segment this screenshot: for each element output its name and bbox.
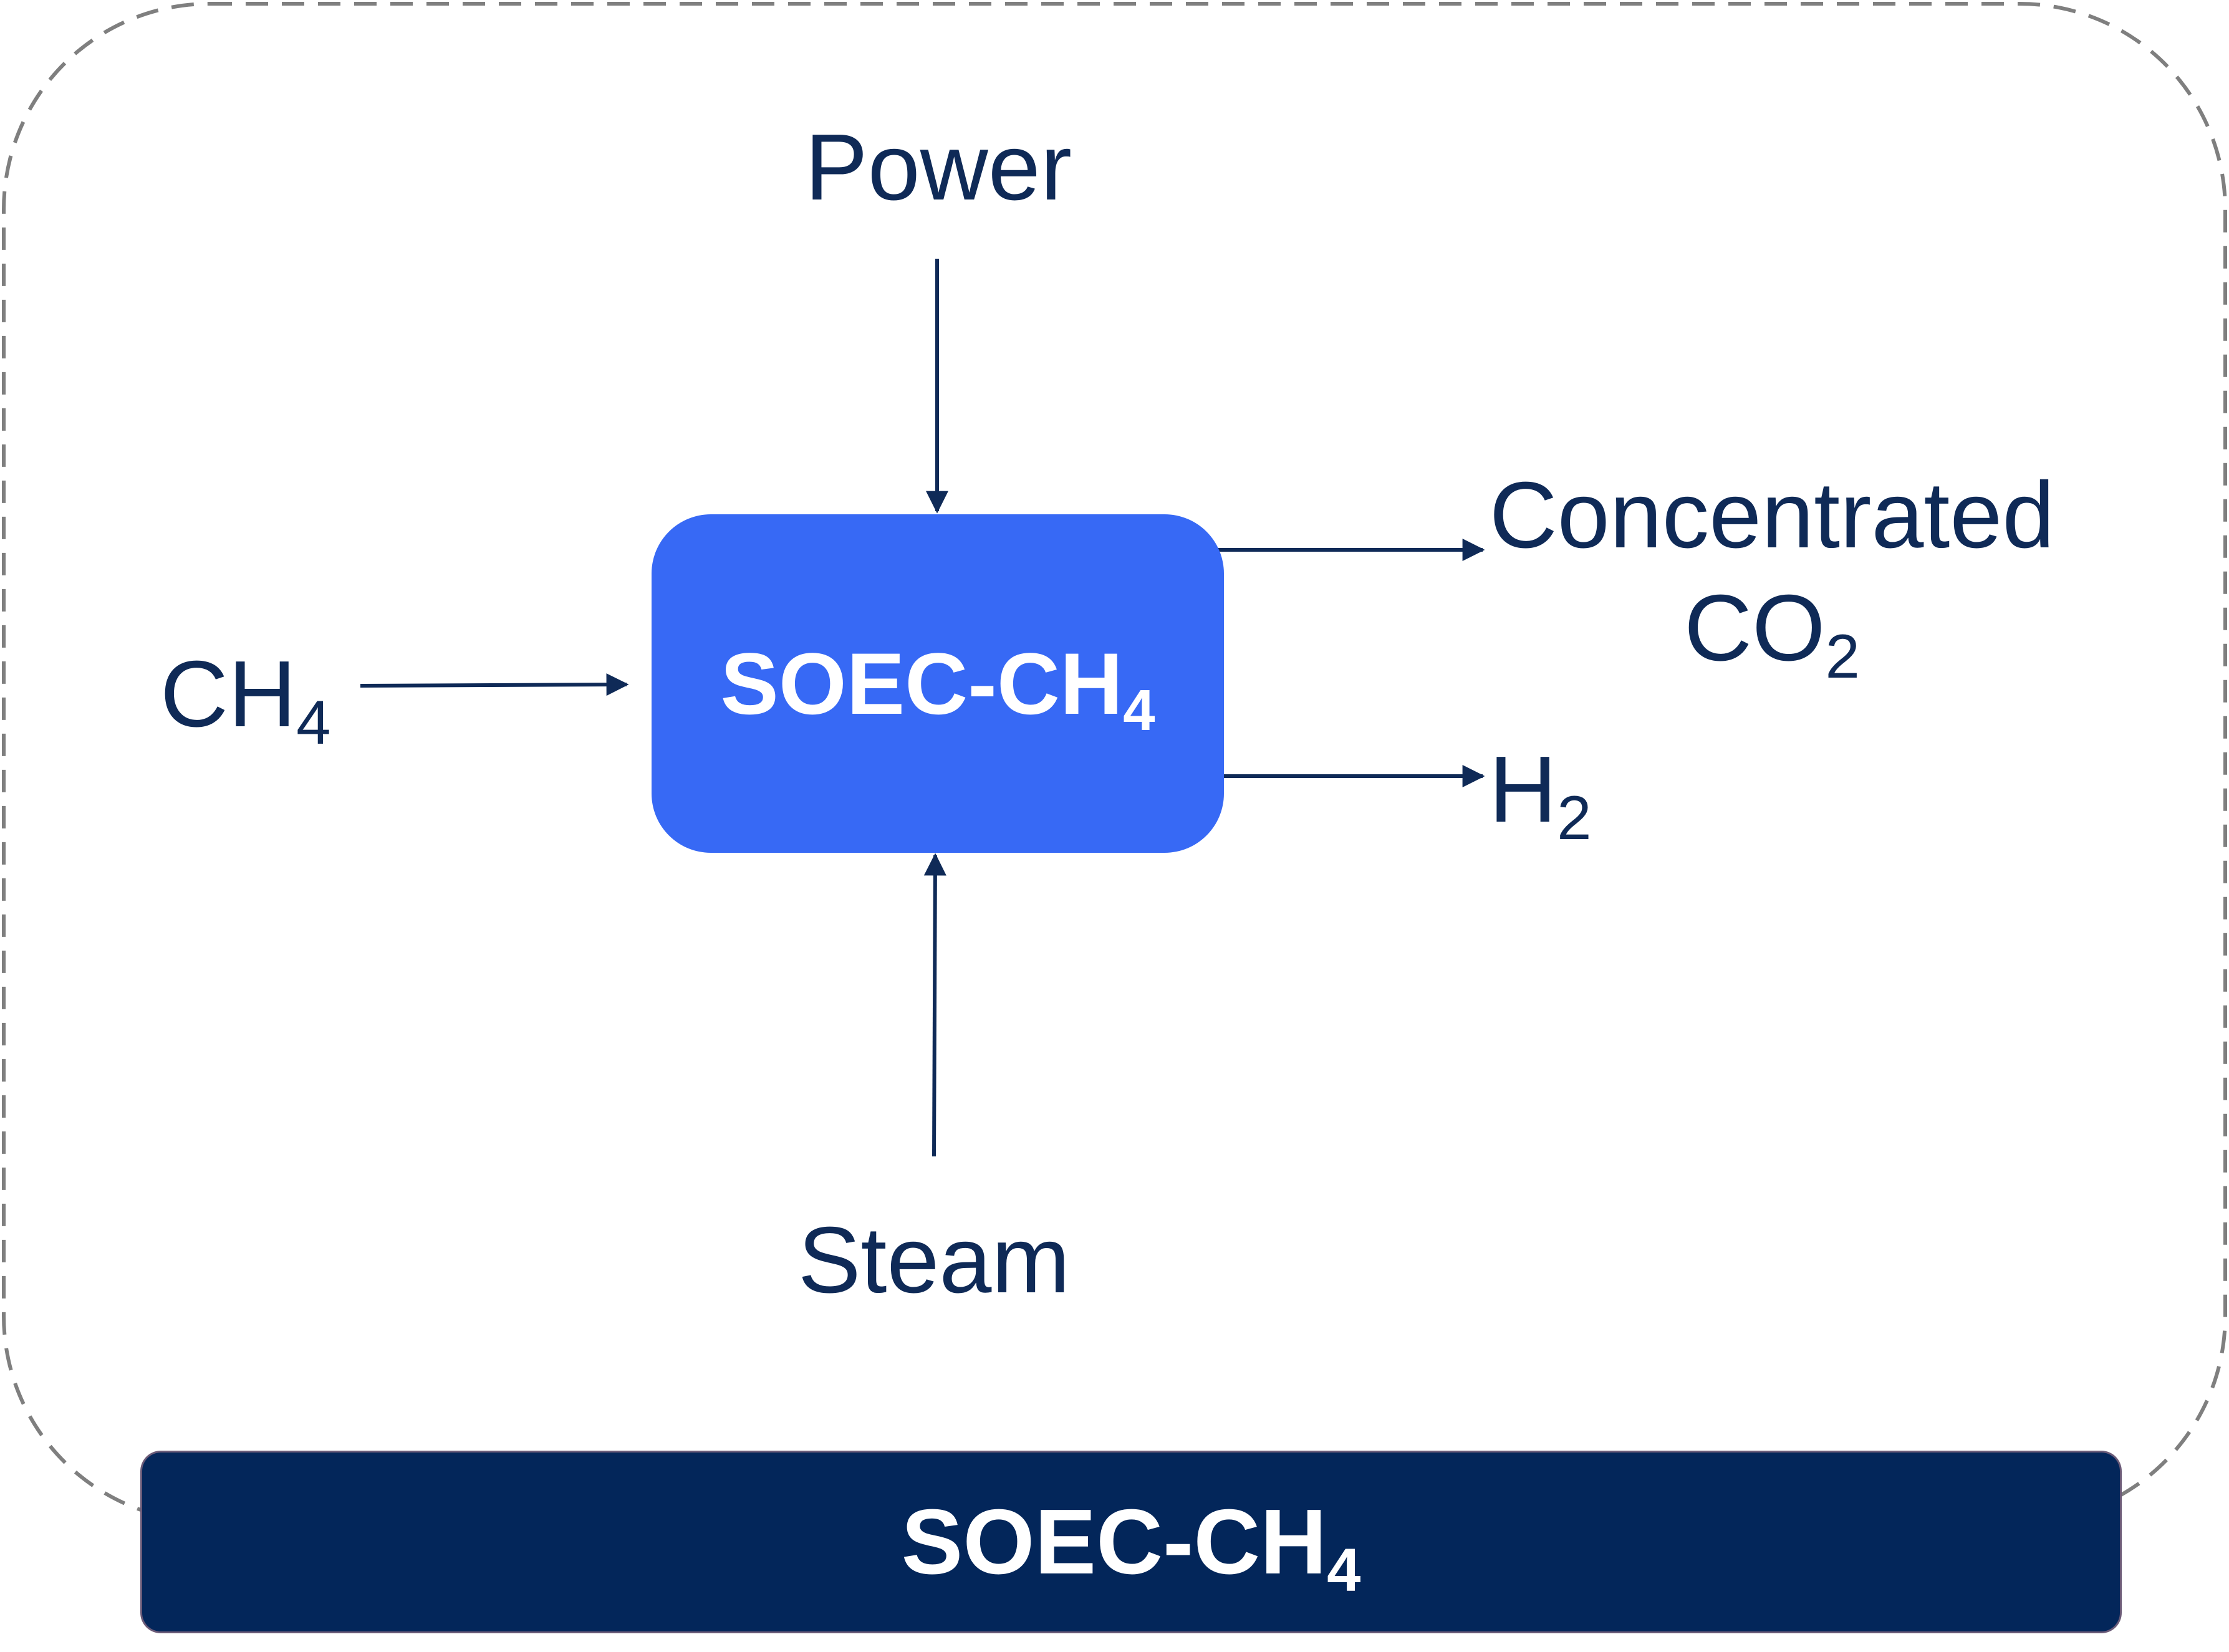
ch4-arrow xyxy=(360,673,629,696)
steam-arrow xyxy=(923,853,946,1157)
title-banner: SOEC-CH4 xyxy=(142,1453,2120,1631)
ch4-label: CH4 xyxy=(160,641,331,757)
process-label: SOEC-CH4 xyxy=(720,634,1155,742)
steam-label: Steam xyxy=(797,1207,1071,1312)
soec-ch4-process-box: SOEC-CH4 xyxy=(652,514,1224,853)
co2-label-line1: Concentrated xyxy=(1489,462,2055,567)
co2-label-line2: CO2 xyxy=(1684,575,1860,692)
banner-label: SOEC-CH4 xyxy=(901,1490,1361,1603)
h2-label: H2 xyxy=(1489,736,1592,853)
co2-label: Concentrated CO2 xyxy=(1489,458,2055,692)
power-label: Power xyxy=(804,114,1072,219)
